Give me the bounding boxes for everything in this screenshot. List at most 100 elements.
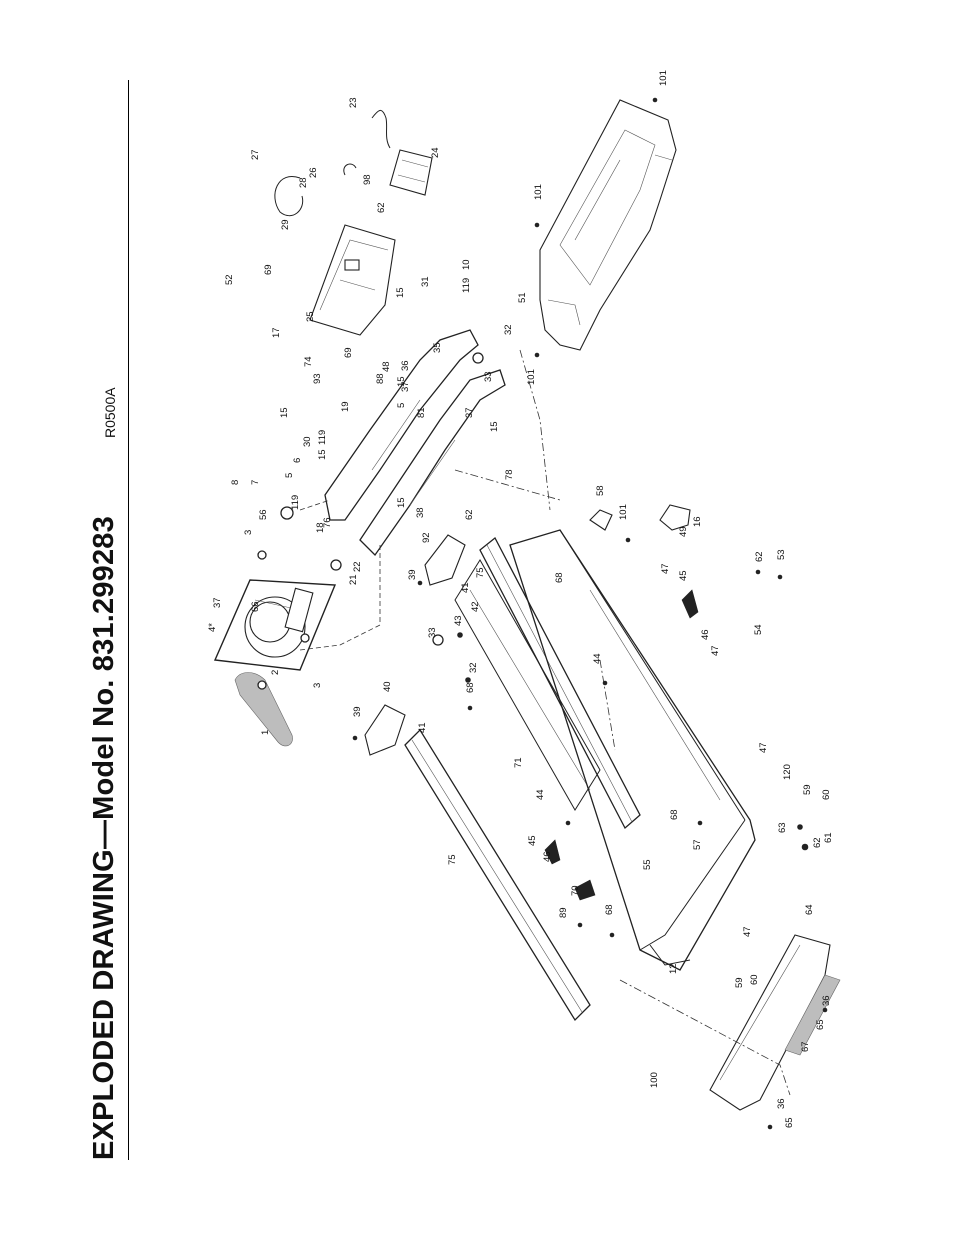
part-number-label: 27 bbox=[250, 149, 261, 160]
part-number-label: 55 bbox=[642, 859, 653, 870]
part-number-label: 7 bbox=[250, 480, 261, 485]
part-number-label: 10 bbox=[461, 259, 472, 270]
part-number-label: 57 bbox=[692, 839, 703, 850]
foot-49 bbox=[659, 504, 691, 531]
part-number-label: 22 bbox=[352, 561, 363, 572]
part-number-label: 40 bbox=[382, 681, 393, 692]
part-number-label: 29 bbox=[280, 219, 291, 230]
part-number-label: 41 bbox=[460, 582, 471, 593]
part-number-label: 101 bbox=[526, 369, 537, 385]
motor-assembly-box bbox=[213, 579, 337, 671]
alignment-line bbox=[519, 349, 551, 511]
part-number-label: 62 bbox=[376, 202, 387, 213]
part-number-label: 66 bbox=[250, 601, 261, 612]
part-number-label: 43 bbox=[453, 615, 464, 626]
part-number-label: 32 bbox=[468, 662, 479, 673]
part-number-label: 68 bbox=[669, 809, 680, 820]
frame-31 bbox=[324, 329, 506, 557]
part-number-label: 67 bbox=[800, 1041, 811, 1052]
part-number-label: 101 bbox=[618, 504, 629, 520]
part-number-label: 70 bbox=[570, 885, 581, 896]
console-base-25 bbox=[309, 224, 396, 336]
part-number-label: 36 bbox=[776, 1098, 787, 1109]
rear-cap-64 bbox=[709, 934, 841, 1111]
part-number-label: 100 bbox=[649, 1072, 660, 1088]
part-number-label: 37 bbox=[464, 407, 475, 418]
part-number-label: 68 bbox=[554, 572, 565, 583]
part-number-label: 69 bbox=[263, 264, 274, 275]
pad-45-upper bbox=[681, 589, 699, 619]
wire-27 bbox=[274, 176, 304, 217]
drive-belt-1 bbox=[234, 672, 293, 747]
part-number-label: 92 bbox=[421, 532, 432, 543]
part-number-label: 5 bbox=[396, 403, 407, 408]
part-number-label: 46 bbox=[542, 851, 553, 862]
part-number-label: 59 bbox=[734, 977, 745, 988]
motor-hood-51 bbox=[539, 99, 677, 351]
wire-98 bbox=[343, 163, 357, 176]
pad-45-lower bbox=[544, 839, 561, 865]
part-number-label: 75 bbox=[447, 854, 458, 865]
part-number-label: 101 bbox=[533, 184, 544, 200]
part-number-label: 23 bbox=[348, 97, 359, 108]
part-number-label: 37 bbox=[400, 381, 411, 392]
fasteners bbox=[257, 97, 828, 1130]
part-number-label: 44 bbox=[535, 789, 546, 800]
rail-75-left bbox=[404, 728, 591, 1022]
part-number-label: 61 bbox=[823, 832, 834, 843]
part-number-label: 48 bbox=[381, 361, 392, 372]
part-number-label: 62 bbox=[754, 551, 765, 562]
part-number-label: 98 bbox=[362, 174, 373, 185]
part-number-label: 15 bbox=[279, 407, 290, 418]
part-number-label: 32 bbox=[503, 324, 514, 335]
part-number-label: 3 bbox=[243, 530, 254, 535]
part-number-label: 33 bbox=[427, 627, 438, 638]
part-number-label: 41 bbox=[417, 722, 428, 733]
part-number-label: 19 bbox=[340, 401, 351, 412]
part-number-label: 74 bbox=[303, 356, 314, 367]
part-number-labels: 12334*5567810121515151515151617181921222… bbox=[207, 70, 834, 1128]
part-number-label: 81 bbox=[416, 407, 427, 418]
part-number-label: 47 bbox=[710, 645, 721, 656]
rail-75-right bbox=[479, 536, 641, 830]
part-number-label: 47 bbox=[742, 926, 753, 937]
part-number-label: 16 bbox=[692, 516, 703, 527]
part-number-label: 63 bbox=[777, 822, 788, 833]
alignment-line bbox=[619, 979, 791, 1096]
part-number-label: 36 bbox=[821, 995, 832, 1006]
part-number-label: 120 bbox=[782, 764, 793, 780]
part-number-label: 35 bbox=[432, 342, 443, 353]
part-number-label: 42 bbox=[470, 601, 481, 612]
part-number-label: 101 bbox=[658, 70, 669, 86]
part-number-label: 18 bbox=[315, 522, 326, 533]
alignment-line bbox=[454, 469, 561, 501]
part-number-label: 60 bbox=[749, 974, 760, 985]
part-number-label: 60 bbox=[821, 789, 832, 800]
part-number-label: 5 bbox=[284, 473, 295, 478]
part-number-label: 37 bbox=[212, 597, 223, 608]
part-number-label: 8 bbox=[230, 480, 241, 485]
part-number-label: 21 bbox=[348, 574, 359, 585]
part-number-label: 76 bbox=[322, 517, 333, 528]
part-number-label: 119 bbox=[461, 278, 472, 293]
part-number-label: 68 bbox=[465, 682, 476, 693]
title-rule bbox=[128, 80, 129, 1160]
part-number-label: 68 bbox=[604, 904, 615, 915]
part-number-label: 71 bbox=[513, 757, 524, 768]
part-number-label: 44 bbox=[592, 653, 603, 664]
part-number-label: 58 bbox=[595, 485, 606, 496]
part-number-label: 15 bbox=[489, 421, 500, 432]
part-number-label: 52 bbox=[224, 274, 235, 285]
part-number-label: 15 bbox=[395, 287, 406, 298]
part-number-label: 53 bbox=[776, 549, 787, 560]
foot-58 bbox=[589, 509, 613, 531]
deck-71 bbox=[454, 559, 601, 811]
part-number-label: 38 bbox=[415, 507, 426, 518]
part-number-label: 28 bbox=[298, 177, 309, 188]
part-number-label: 25 bbox=[305, 311, 316, 322]
part-number-label: 17 bbox=[271, 327, 282, 338]
part-number-label: 15 bbox=[396, 497, 407, 508]
part-number-label: 47 bbox=[758, 742, 769, 753]
